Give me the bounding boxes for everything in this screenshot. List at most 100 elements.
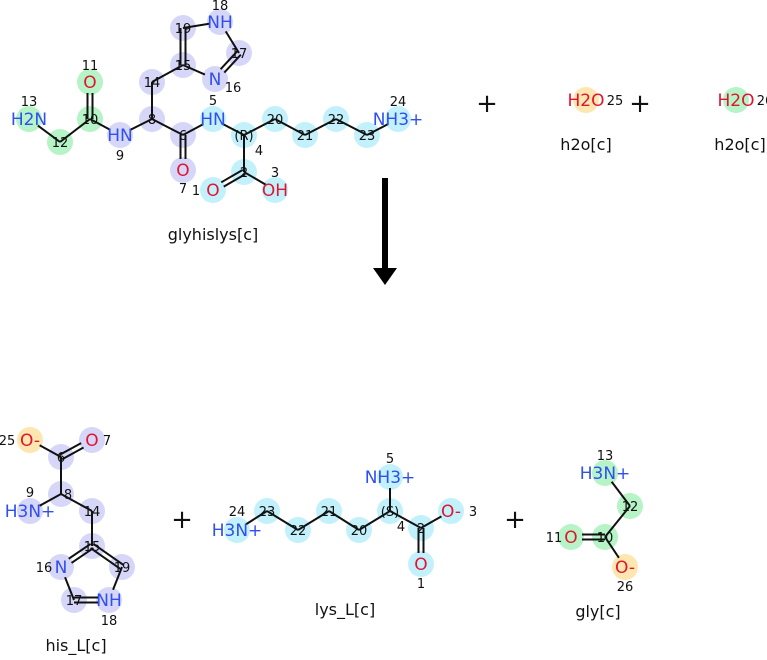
double-bond-line <box>59 442 82 456</box>
stereo-label: (R) <box>234 129 253 144</box>
atom-number: 9 <box>26 486 34 501</box>
atom-symbol: H3N+ <box>212 521 263 541</box>
atom-number: 18 <box>212 0 229 14</box>
bond <box>37 124 61 143</box>
atom-symbol: NH <box>96 591 122 611</box>
atom-highlight <box>200 106 226 132</box>
atom-number: 20 <box>267 113 284 128</box>
atom-number: 16 <box>225 81 242 96</box>
bond <box>60 493 93 512</box>
atom-number: 14 <box>144 76 161 91</box>
plus-sign: + <box>504 505 526 535</box>
atom-symbol: O <box>206 181 219 201</box>
atom-number: 8 <box>148 113 156 128</box>
atom-number: 25 <box>607 94 624 109</box>
atom-highlight <box>96 587 122 613</box>
atom-number: 23 <box>259 505 276 520</box>
atom-number: 19 <box>114 561 131 576</box>
atom-symbol: H2N <box>11 110 47 130</box>
atom-symbol: O <box>83 73 96 93</box>
bond <box>266 510 299 531</box>
atom-number: 14 <box>84 505 101 520</box>
bond <box>366 123 389 136</box>
atom-symbol: O- <box>441 502 461 522</box>
bond <box>243 118 276 136</box>
molecule-name: h2o[c] <box>714 135 765 154</box>
atom-number: 11 <box>546 531 563 546</box>
atom-highlight <box>612 554 638 580</box>
bond <box>112 566 123 591</box>
atom-symbol: N <box>209 70 222 90</box>
bond <box>328 510 360 531</box>
molecule-names: glyhislys[c]h2o[c]h2o[c]his_L[c]lys_L[c]… <box>45 135 765 656</box>
atom-number: 25 <box>0 434 15 449</box>
atom-number: 16 <box>36 561 53 576</box>
atom-symbol: H2O <box>718 91 755 111</box>
atom-highlight <box>16 106 42 132</box>
atom-highlight <box>17 498 43 524</box>
bond <box>151 118 184 136</box>
molecule-name: gly[c] <box>575 602 620 621</box>
bond <box>39 444 62 458</box>
atom-number: 2 <box>240 166 248 181</box>
atom-number: 26 <box>617 580 634 595</box>
double-bond-line <box>223 173 246 188</box>
bond <box>182 64 206 76</box>
bond <box>222 123 245 136</box>
atom-number: 7 <box>103 434 111 449</box>
atom-number: 12 <box>52 136 69 151</box>
atom-number: 12 <box>622 500 639 515</box>
bonds <box>37 22 631 604</box>
bond <box>304 118 337 136</box>
bond <box>604 505 631 538</box>
atom-number: 1 <box>417 577 425 592</box>
bond <box>297 510 330 531</box>
atom-highlight <box>408 551 434 577</box>
double-bond-line <box>70 547 94 564</box>
bond <box>182 22 210 29</box>
atom-highlight <box>377 464 403 490</box>
atom-symbol: O <box>414 555 427 575</box>
bond <box>89 118 111 131</box>
atom-number: 2 <box>417 522 425 537</box>
atom-number: 22 <box>328 113 345 128</box>
double-bond-line <box>219 50 238 70</box>
bond <box>39 493 62 507</box>
atom-number: 5 <box>209 94 217 109</box>
operators: + + + + <box>171 89 651 535</box>
atom-symbol: N <box>55 558 68 578</box>
atom-number: 1 <box>192 184 200 199</box>
atom-symbol: O <box>564 528 577 548</box>
bond <box>224 30 240 54</box>
atom-highlight <box>17 427 43 453</box>
atom-highlight <box>79 427 105 453</box>
bond <box>358 510 391 531</box>
atom-number: 10 <box>82 113 99 128</box>
atom-number: 26 <box>757 94 767 109</box>
atom-highlight <box>202 66 228 92</box>
bond <box>129 118 153 131</box>
double-bond-line <box>223 54 242 74</box>
atom-number: 15 <box>175 59 192 74</box>
atom-number: 4 <box>397 520 405 535</box>
bond <box>610 481 631 507</box>
bond <box>64 576 75 601</box>
atom-number: 13 <box>597 449 614 464</box>
bond <box>182 123 204 136</box>
arrow-shaft <box>382 178 388 270</box>
molecule-name: lys_L[c] <box>315 600 375 620</box>
atom-number: 23 <box>359 129 376 144</box>
atom-number: 3 <box>271 166 279 181</box>
bond <box>59 118 91 143</box>
atom-symbol: O- <box>20 431 40 451</box>
atom-highlight <box>385 106 411 132</box>
arrow-head <box>373 268 397 285</box>
atom-number: 20 <box>351 524 368 539</box>
bond <box>420 515 442 529</box>
stereo-label: (S) <box>381 505 399 520</box>
molecule-name: his_L[c] <box>45 636 106 656</box>
atom-highlight <box>592 460 618 486</box>
atom-highlight <box>207 9 233 35</box>
